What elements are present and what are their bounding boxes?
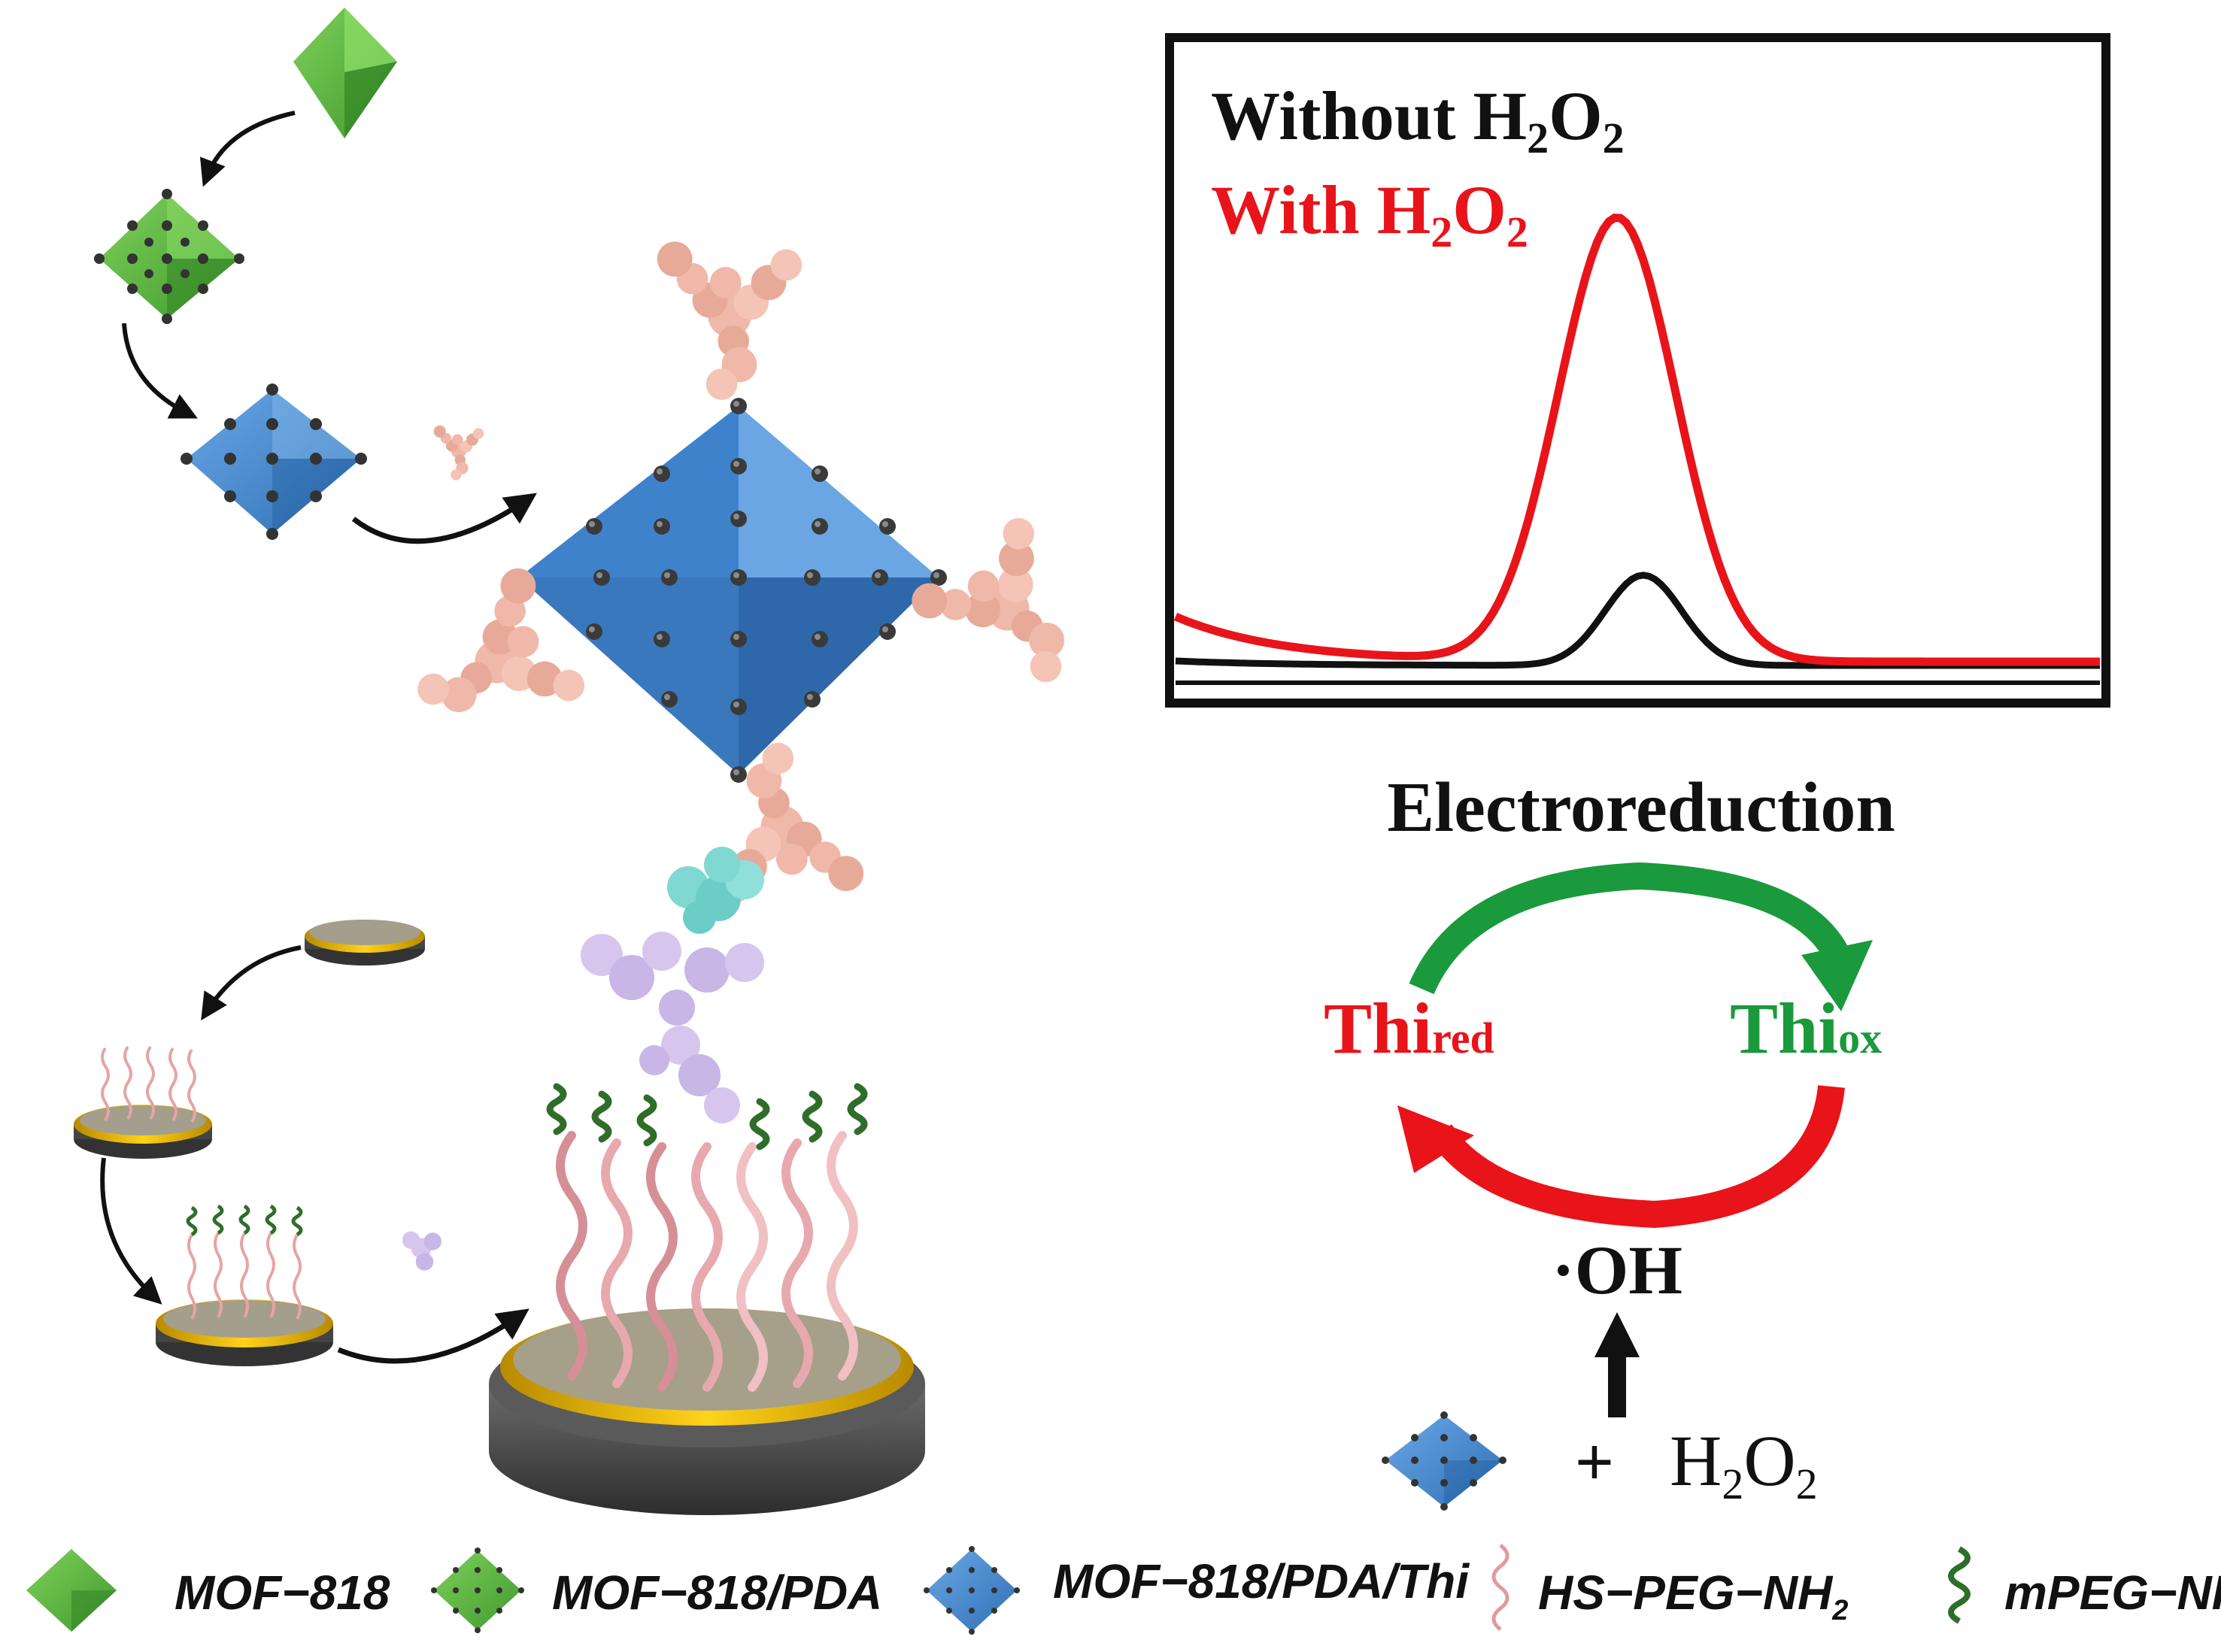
legend-label-mof818-pda-thi: MOF−818/PDA/Thi bbox=[1053, 1554, 1470, 1608]
chart-frame bbox=[1165, 33, 2110, 708]
mof818-pda-thi-octahedron-small bbox=[181, 383, 367, 540]
series-with-h2o2-line bbox=[1173, 213, 2100, 666]
legend-label-mof818: MOF−818 bbox=[174, 1566, 390, 1620]
green-octahedron-icon bbox=[26, 1549, 117, 1632]
arrow-6 bbox=[337, 1308, 529, 1364]
mof818-pda-thi-octahedron-large bbox=[519, 406, 939, 774]
legend-label-mof818-pda: MOF−818/PDA bbox=[552, 1566, 882, 1620]
arrow-3 bbox=[351, 493, 537, 544]
arrow-4 bbox=[201, 945, 302, 1021]
mof818-pda-thi-icon-reaction bbox=[1382, 1411, 1506, 1511]
blue-dotted-octahedron-icon bbox=[924, 1546, 1020, 1635]
electrode-icon-3 bbox=[156, 1204, 333, 1366]
cycle-arrow-green bbox=[1409, 862, 1873, 1011]
h2o2-label: H2O2 bbox=[1670, 1420, 1818, 1508]
electrode-icon-2 bbox=[74, 1045, 212, 1159]
electrode-large bbox=[489, 1308, 925, 1515]
cycle-arrow-red bbox=[1397, 1084, 1845, 1229]
capture-antibody bbox=[581, 932, 764, 1123]
arrow-5 bbox=[100, 1157, 162, 1305]
antibody-top bbox=[657, 241, 803, 400]
chart-plot-area bbox=[1173, 213, 2100, 685]
antibody-icon-small bbox=[433, 425, 484, 480]
green-dotted-octahedron-icon bbox=[431, 1547, 524, 1633]
hs-peg-nh2-chains bbox=[556, 1131, 858, 1392]
hydroxyl-radical-label: ·OH bbox=[1552, 1232, 1682, 1308]
green-helix-icon bbox=[1948, 1546, 1971, 1624]
thi-red-label: Thired bbox=[1324, 988, 1494, 1068]
plus-sign: + bbox=[1575, 1423, 1614, 1500]
mpeg-nh2-chains bbox=[546, 1083, 868, 1150]
legend-without-label: Without H2O2 bbox=[1211, 77, 1625, 162]
mof818-pda-octahedron bbox=[94, 189, 244, 324]
up-arrow-icon bbox=[1594, 1312, 1640, 1417]
electroreduction-title: Electroreduction bbox=[1387, 768, 1895, 847]
antibody-icon-lavender bbox=[402, 1231, 441, 1271]
legend-label-mpeg-nh2: mPEG−NH2 bbox=[2004, 1566, 2221, 1626]
antigen-cluster bbox=[667, 847, 764, 934]
arrow-2 bbox=[122, 323, 198, 419]
electrode-icon-1 bbox=[305, 920, 425, 965]
thi-ox-label: Thiox bbox=[1730, 988, 1882, 1068]
mof818-octahedron-top bbox=[293, 8, 397, 138]
legend-label-hs-peg-nh2: HS−PEG−NH2 bbox=[1538, 1566, 1848, 1626]
legend-with-label: With H2O2 bbox=[1211, 171, 1528, 256]
arrow-1 bbox=[199, 111, 296, 187]
legend-bar: MOF−818 MOF−818/PDA MOF−818/PDA/Thi HS−P… bbox=[26, 1544, 2221, 1635]
antibody-right bbox=[904, 505, 1118, 720]
pink-helix-icon bbox=[1491, 1544, 1509, 1631]
dpv-chart bbox=[1165, 33, 2110, 708]
